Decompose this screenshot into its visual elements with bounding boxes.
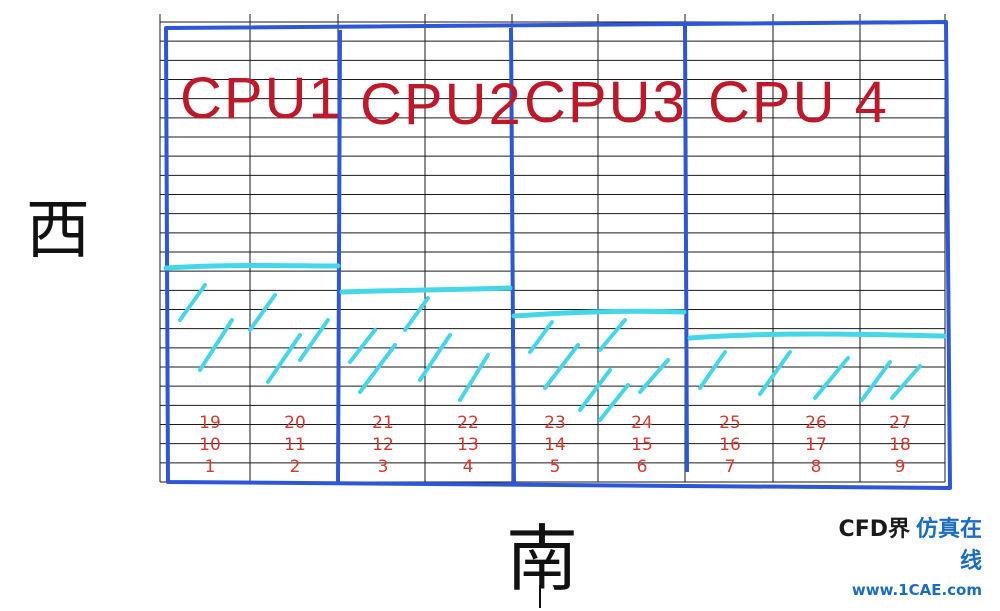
- cell-number: 23: [544, 413, 566, 433]
- cell-number: 26: [805, 413, 827, 433]
- grid: [159, 14, 946, 483]
- watermark-site: 仿真在线: [915, 517, 982, 574]
- hatch-stroke: [860, 360, 892, 402]
- cell-number: 3: [378, 457, 389, 477]
- cell-number: 24: [631, 413, 653, 433]
- hatch-stroke: [638, 358, 670, 394]
- cell-number: 6: [637, 457, 648, 477]
- cell-number: 4: [463, 457, 474, 477]
- hatch-stroke: [248, 293, 277, 332]
- cell-number: 5: [550, 457, 561, 477]
- cell-number: 13: [457, 435, 479, 455]
- cell-number: 15: [631, 435, 653, 455]
- hatching: [178, 283, 922, 422]
- cpu-label-4: CPU 4: [708, 70, 889, 135]
- hatch-stroke: [403, 296, 430, 332]
- west-label: 西: [26, 194, 90, 268]
- partition-outlines: [164, 20, 952, 490]
- hatch-stroke: [578, 368, 612, 412]
- cell-number: 9: [895, 457, 906, 477]
- fill-levels: [163, 263, 947, 341]
- hatch-stroke: [266, 333, 302, 384]
- cell-number: 12: [372, 435, 394, 455]
- cell-number: 19: [199, 413, 221, 433]
- divider-1-2: [336, 29, 342, 485]
- watermark-brand-row: CFD界仿真在线: [832, 511, 982, 575]
- cell-number: 21: [372, 413, 394, 433]
- outer-boundary: [164, 20, 952, 490]
- hatch-stroke: [348, 328, 377, 364]
- cell-number: 2: [290, 457, 301, 477]
- fill-level-cpu1: [163, 263, 341, 271]
- cpu-label-1: CPU1: [180, 66, 343, 131]
- fill-level-cpu4: [687, 331, 947, 341]
- cpu-label-2: CPU2: [360, 72, 523, 137]
- hatch-stroke: [698, 350, 727, 390]
- cell-number: 16: [719, 435, 741, 455]
- cell-number: 10: [199, 435, 221, 455]
- hatch-stroke: [598, 383, 630, 422]
- hatch-stroke: [358, 343, 397, 394]
- cell-number: 27: [889, 413, 911, 433]
- cell-number: 8: [811, 457, 822, 477]
- hatch-stroke: [418, 333, 452, 382]
- fill-level-cpu3: [511, 308, 687, 319]
- cell-number: 17: [805, 435, 827, 455]
- cell-number: 20: [284, 413, 306, 433]
- hatch-stroke: [528, 320, 554, 354]
- hatch-stroke: [543, 343, 580, 390]
- cell-number: 14: [544, 435, 566, 455]
- hatch-stroke: [178, 283, 207, 322]
- fill-level-cpu2: [339, 285, 513, 295]
- cell-number: 7: [725, 457, 736, 477]
- hatch-stroke: [598, 318, 627, 352]
- cell-number: 11: [284, 435, 306, 455]
- hatch-stroke: [458, 353, 490, 402]
- watermark-url: www.1CAE.com: [851, 581, 982, 599]
- hatch-stroke: [758, 350, 792, 396]
- watermark-brand: CFD界: [838, 517, 910, 542]
- hatch-stroke: [813, 356, 850, 400]
- divider-2-3: [509, 27, 516, 487]
- hatch-stroke: [890, 364, 922, 400]
- hatch-stroke: [298, 318, 330, 362]
- divider-3-4: [683, 25, 689, 473]
- hatch-stroke: [198, 318, 234, 372]
- cell-number: 18: [889, 435, 911, 455]
- cell-number: 1: [205, 457, 216, 477]
- cell-number: 25: [719, 413, 741, 433]
- south-label: 南: [506, 517, 578, 601]
- cell-number: 22: [457, 413, 479, 433]
- cpu-label-3: CPU3: [524, 70, 687, 135]
